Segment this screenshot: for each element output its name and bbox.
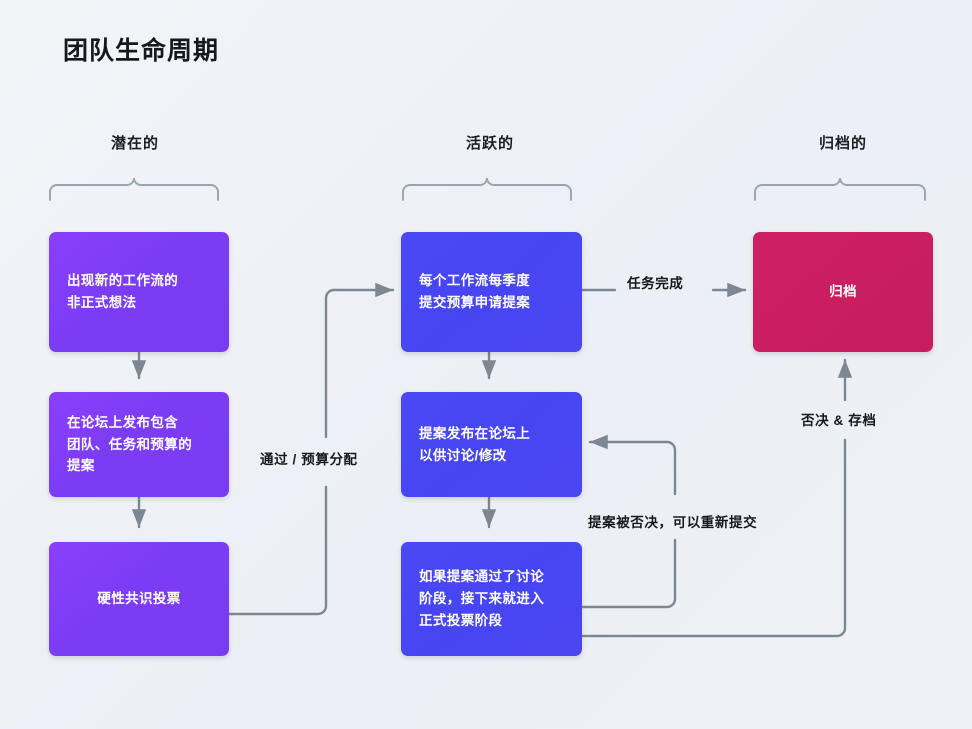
node-label: 硬性共识投票 (97, 591, 181, 607)
edge-label-task-complete: 任务完成 (627, 276, 684, 291)
node-label: 如果提案通过了讨论阶段，接下来就进入正式投票阶段 (419, 569, 545, 628)
brace-archived (754, 177, 926, 201)
node-archived[interactable]: 归档 (753, 232, 933, 352)
page-title: 团队生命周期 (63, 37, 220, 65)
node-quarterly-budget[interactable]: 每个工作流每季度提交预算申请提案 (401, 232, 582, 352)
node-forum-post[interactable]: 在论坛上发布包含团队、任务和预算的提案 (49, 392, 229, 497)
edge-label-pass-budget: 通过 / 预算分配 (260, 452, 358, 467)
edge-label-veto-archive: 否决 & 存档 (801, 413, 877, 428)
column-header-potential: 潜在的 (110, 135, 159, 152)
node-label: 每个工作流每季度提交预算申请提案 (419, 273, 531, 310)
edge-veto-archive-lower (581, 438, 847, 638)
node-label: 提案发布在论坛上以供讨论/修改 (419, 425, 531, 463)
edge-consensus-to-budget-lower (227, 485, 328, 616)
node-label: 在论坛上发布包含团队、任务和预算的提案 (67, 414, 193, 474)
edge-consensus-to-budget-upper (324, 282, 395, 439)
node-label: 归档 (829, 284, 857, 300)
node-formal-vote[interactable]: 如果提案通过了讨论阶段，接下来就进入正式投票阶段 (401, 542, 582, 656)
brace-potential (49, 177, 219, 201)
column-header-active: 活跃的 (465, 135, 514, 152)
node-proposal-discussion[interactable]: 提案发布在论坛上以供讨论/修改 (401, 392, 582, 497)
column-header-archived: 归档的 (818, 135, 867, 152)
node-label: 出现新的工作流的非正式想法 (67, 273, 179, 310)
node-idea[interactable]: 出现新的工作流的非正式想法 (49, 232, 229, 352)
edge-rejected-loop-lower (581, 538, 677, 609)
edge-rejected-loop-upper (588, 434, 677, 496)
brace-active (402, 177, 572, 201)
node-rough-consensus[interactable]: 硬性共识投票 (49, 542, 229, 656)
edge-label-proposal-rejected: 提案被否决，可以重新提交 (588, 515, 758, 530)
